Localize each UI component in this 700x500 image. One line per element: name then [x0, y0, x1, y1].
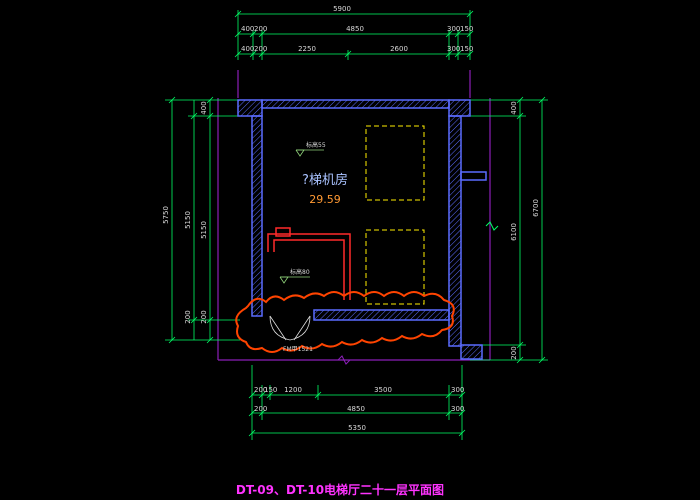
pipe-route — [267, 227, 351, 300]
bottom-dim-150: 150 — [264, 386, 277, 394]
door-label: FM甲1521 — [283, 346, 313, 353]
bottom-dim-300: 300 — [451, 386, 464, 394]
left-inner-dim: 5150 — [184, 211, 192, 229]
left-seg-5150: 5150 — [200, 221, 208, 239]
left-seg-200: 200 — [200, 310, 208, 323]
top-dim-row3-200: 200 — [254, 45, 267, 53]
elevation-markers — [279, 149, 324, 284]
top-dim-150: 150 — [460, 25, 473, 33]
bottom-dim-3500: 3500 — [374, 386, 392, 394]
top-dim-400: 400 — [241, 25, 254, 33]
left-dimension-chains — [165, 96, 240, 344]
right-seg-200: 200 — [510, 346, 518, 359]
left-overall-dim: 5750 — [162, 206, 170, 224]
top-dim-4850: 4850 — [346, 25, 364, 33]
lower-elevation-label: 标高80 — [290, 268, 310, 276]
top-dim-300: 300 — [447, 25, 460, 33]
left-seg-400: 400 — [200, 101, 208, 114]
room-area: 29.59 — [309, 193, 341, 206]
top-dim-2250: 2250 — [298, 45, 316, 53]
break-marks — [337, 221, 499, 365]
frame-lines — [217, 70, 491, 361]
right-inner-dim: 6100 — [510, 223, 518, 241]
bottom-dimension-chains — [248, 365, 466, 440]
top-dim-row3-400: 400 — [241, 45, 254, 53]
revision-cloud — [235, 291, 455, 353]
top-dimension-chains — [234, 10, 474, 60]
bottom-dim-200: 200 — [254, 386, 267, 394]
door — [269, 315, 311, 341]
bottom-dim-row2-300: 300 — [451, 405, 464, 413]
equipment-outlines — [365, 125, 425, 305]
upper-elevation-label: 标高55 — [306, 141, 326, 149]
walls — [237, 99, 487, 360]
left-seg-200b: 200 — [184, 310, 192, 323]
room-name: ?梯机房 — [302, 172, 348, 188]
drawing-title: DT-09、DT-10电梯厅二十一层平面图 — [236, 482, 444, 497]
top-overall-dim: 5900 — [333, 5, 351, 13]
top-dim-row3-300: 300 — [447, 45, 460, 53]
right-overall-dim: 6700 — [532, 199, 540, 217]
top-dim-2600: 2600 — [390, 45, 408, 53]
top-dim-200: 200 — [254, 25, 267, 33]
bottom-overall-dim: 5350 — [348, 424, 366, 432]
right-dimension-chains — [470, 96, 548, 364]
bottom-dim-row2-200: 200 — [254, 405, 267, 413]
right-seg-400: 400 — [510, 101, 518, 114]
top-dim-row3-150: 150 — [460, 45, 473, 53]
bottom-dim-1200: 1200 — [284, 386, 302, 394]
bottom-dim-4850: 4850 — [347, 405, 365, 413]
